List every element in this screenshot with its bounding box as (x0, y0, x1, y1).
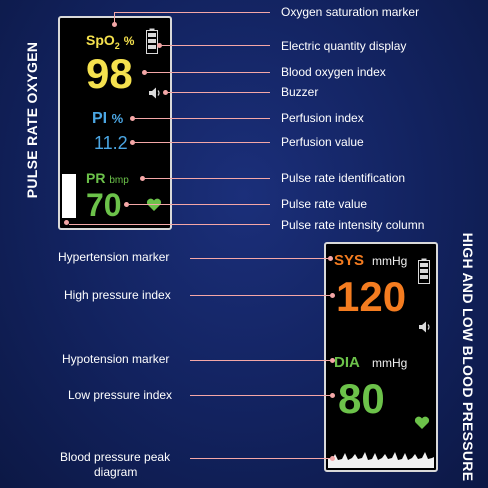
callout-dot (112, 22, 117, 27)
label-bp-peak-diagram-line1: Blood pressure peak (60, 450, 171, 464)
spo2-unit: % (123, 34, 135, 48)
label-blood-oxygen-index: Blood oxygen index (281, 65, 386, 79)
callout-line (162, 45, 270, 46)
speaker-icon (418, 320, 432, 334)
label-pulse-rate-intensity-column: Pulse rate intensity column (281, 218, 425, 232)
callout-dot (142, 70, 147, 75)
callout-dot (130, 116, 135, 121)
pi-value: 11.2 (94, 133, 128, 153)
callout-dot (157, 43, 162, 48)
pulse-oxygen-title: PULSE RATE OXYGEN (24, 41, 40, 199)
speaker-icon (148, 86, 162, 100)
label-perfusion-index: Perfusion index (281, 111, 364, 125)
callout-line (145, 178, 270, 179)
spo2-marker: SpO2 % (86, 32, 134, 51)
callout-line (129, 204, 270, 205)
pr-marker: PR bmp (86, 170, 129, 186)
pr-value: 70 (86, 187, 122, 223)
callout-dot (330, 393, 335, 398)
pi-label: PI (92, 110, 108, 127)
callout-dot (330, 358, 335, 363)
callout-line (190, 295, 330, 296)
label-oxygen-saturation-marker: Oxygen saturation marker (281, 5, 420, 19)
label-electric-quantity: Electric quantity display (281, 39, 407, 53)
callout-line (190, 360, 330, 361)
label-pulse-rate-identification: Pulse rate identification (281, 171, 406, 185)
callout-dot (124, 202, 129, 207)
callout-dot (140, 176, 145, 181)
pr-unit: bmp (109, 175, 129, 186)
blood-pressure-title: HIGH AND LOW BLOOD PRESSURE (460, 232, 476, 482)
label-hypotension-marker: Hypotension marker (62, 352, 170, 366)
callout-dot (163, 90, 168, 95)
spo2-value: 98 (86, 50, 133, 97)
spo2-subscript: 2 (114, 40, 120, 51)
callout-line (190, 395, 330, 396)
battery-icon (418, 258, 430, 284)
pi-unit: % (111, 111, 124, 126)
heart-icon (414, 416, 430, 430)
callout-dot (330, 456, 335, 461)
label-pulse-rate-value: Pulse rate value (281, 197, 368, 211)
callout-line (114, 12, 270, 13)
callout-line (135, 118, 270, 119)
dia-value: 80 (338, 375, 385, 422)
callout-dot (130, 140, 135, 145)
bp-peak-diagram (328, 444, 434, 468)
label-hypertension-marker: Hypertension marker (58, 250, 170, 264)
sys-label: SYS (334, 252, 365, 269)
callout-line (190, 458, 330, 459)
heart-icon (146, 198, 162, 212)
callout-line (114, 12, 115, 24)
battery-icon (146, 28, 158, 54)
callout-line (147, 72, 270, 73)
label-bp-peak-diagram-line2: diagram (94, 465, 138, 479)
dia-unit: mmHg (372, 356, 408, 370)
sys-value: 120 (336, 273, 407, 320)
pr-label: PR (86, 170, 106, 186)
callout-line (135, 142, 270, 143)
label-buzzer: Buzzer (281, 85, 319, 99)
callout-dot (64, 220, 69, 225)
callout-line (69, 224, 270, 225)
label-high-pressure-index: High pressure index (64, 288, 171, 302)
spo2-label: SpO (86, 32, 115, 48)
blood-pressure-screen: SYS mmHg 120 DIA mmHg 80 (324, 242, 438, 472)
pulse-intensity-column (62, 174, 76, 218)
dia-label: DIA (334, 354, 360, 371)
callout-line (168, 92, 270, 93)
callout-line (190, 258, 330, 259)
callout-dot (330, 293, 335, 298)
pi-marker: PI % (92, 110, 123, 128)
sys-unit: mmHg (372, 254, 408, 268)
label-low-pressure-index: Low pressure index (68, 388, 173, 402)
oximeter-screen: SpO2 % 98 PI % 11.2 PR bmp 70 (58, 16, 172, 230)
callout-dot (328, 256, 333, 261)
label-perfusion-value: Perfusion value (281, 135, 364, 149)
